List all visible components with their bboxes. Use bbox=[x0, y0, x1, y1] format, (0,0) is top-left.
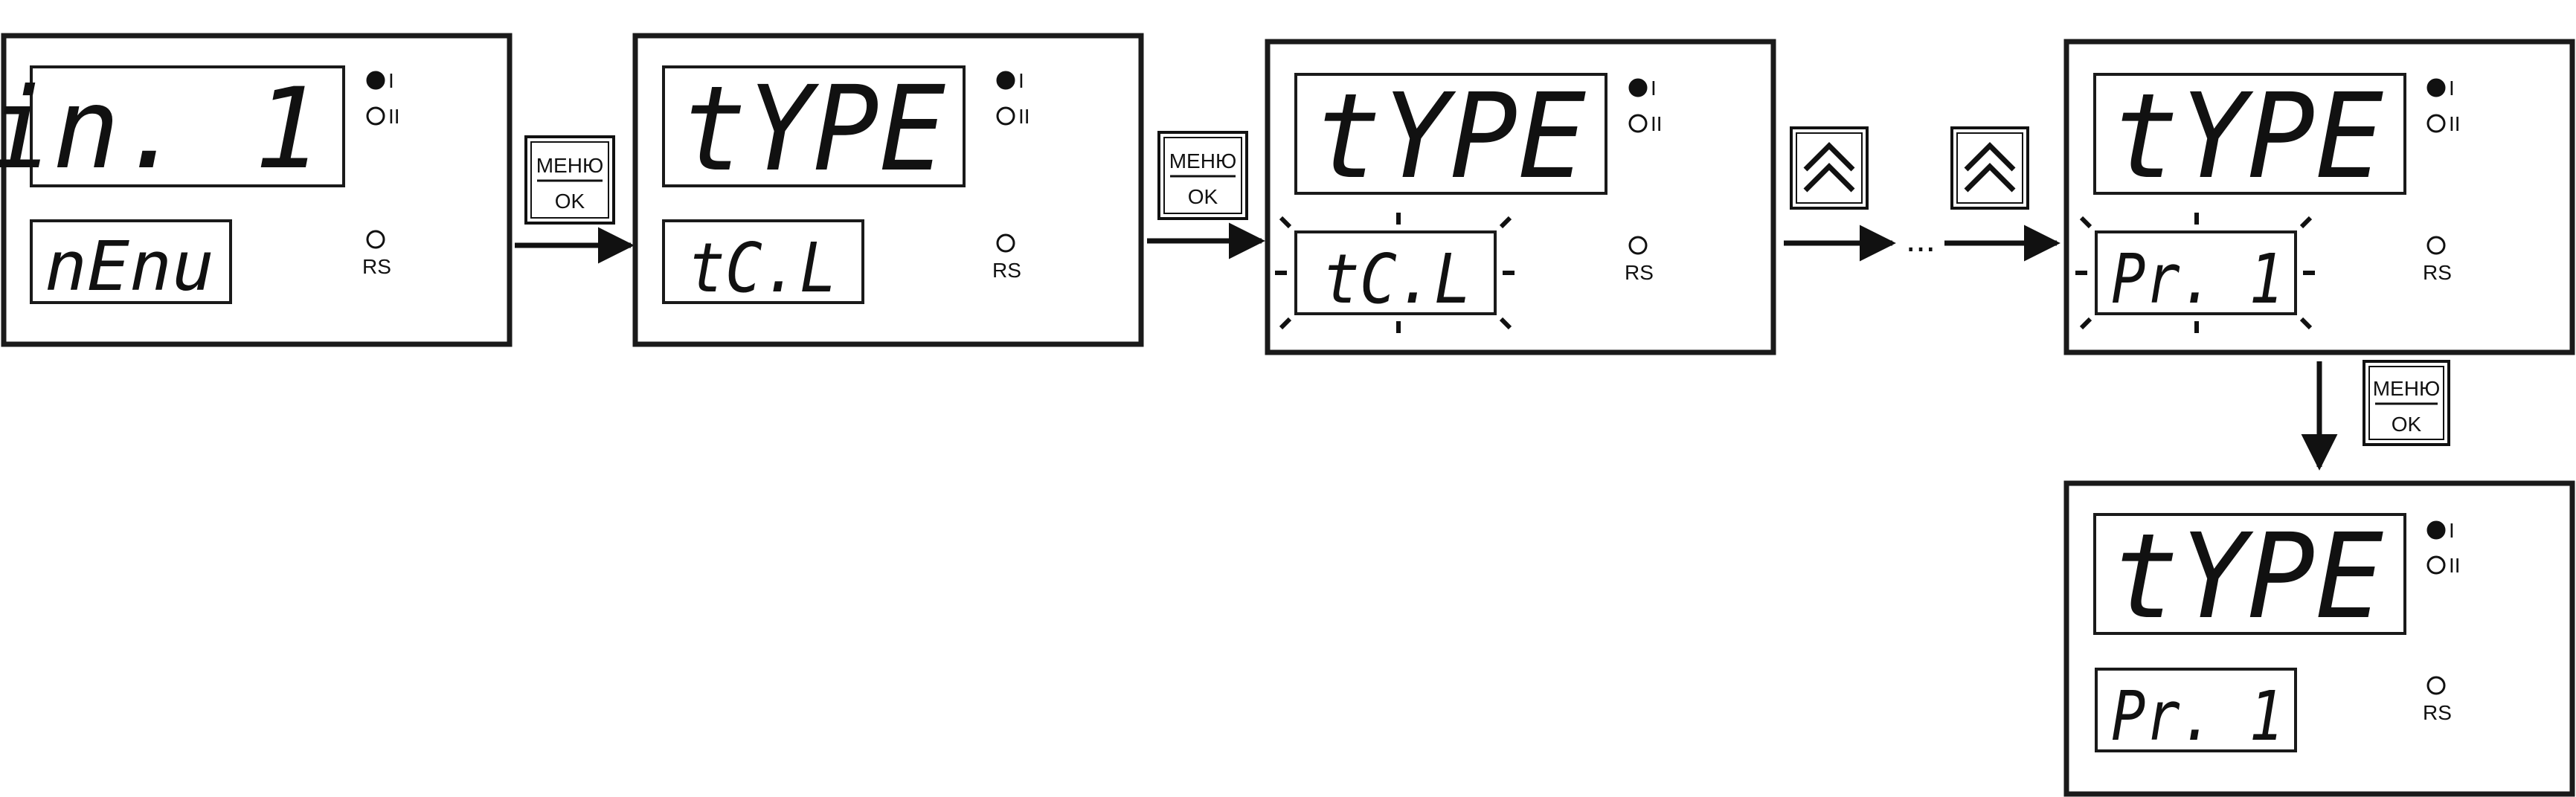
bottom-display-text: nEnu bbox=[45, 227, 214, 306]
led-1-icon bbox=[996, 71, 1015, 90]
top-display-text: in. 1 bbox=[0, 65, 321, 194]
reset-label: RS bbox=[2423, 261, 2452, 284]
bottom-display bbox=[30, 219, 232, 304]
led-2-label: II bbox=[388, 105, 400, 128]
chevron-up-icon bbox=[1803, 142, 1855, 172]
reset-led-icon bbox=[2426, 676, 2446, 695]
led-1-icon bbox=[2426, 520, 2446, 540]
reset-led-icon bbox=[996, 233, 1015, 253]
led-1-label: I bbox=[2449, 77, 2455, 100]
bottom-display bbox=[662, 219, 864, 304]
led-1-icon bbox=[366, 71, 385, 90]
bottom-display-text: tC.L bbox=[1323, 239, 1471, 319]
led-2-label: II bbox=[2449, 554, 2461, 577]
top-display bbox=[2093, 513, 2406, 635]
chevron-up-icon bbox=[1803, 163, 1855, 193]
panel-1: in. 1 nEnu I II RS bbox=[0, 33, 513, 347]
reset-label: RS bbox=[2423, 701, 2452, 724]
top-display-text: tYPE bbox=[681, 61, 945, 198]
top-display-text: tYPE bbox=[2111, 509, 2383, 645]
led-1-label: I bbox=[2449, 519, 2455, 542]
panel-3: tYPE tC.L I II RS bbox=[1265, 39, 1776, 355]
top-display-text: tYPE bbox=[1314, 68, 1586, 205]
panel-4: tYPE Pr. 1 I II RS bbox=[2063, 39, 2575, 355]
menu-label: МЕНЮ bbox=[536, 154, 604, 177]
bottom-display bbox=[2095, 230, 2297, 315]
ok-label: OK bbox=[2392, 413, 2422, 436]
ellipsis: ... bbox=[1906, 220, 1936, 259]
top-display-text: tYPE bbox=[2111, 68, 2383, 205]
bottom-display bbox=[1294, 230, 1497, 315]
led-2-icon bbox=[996, 106, 1015, 126]
led-1-label: I bbox=[1651, 77, 1657, 100]
blink-marks bbox=[1275, 213, 1515, 333]
bottom-display bbox=[2095, 668, 2297, 752]
chevron-up-icon bbox=[1964, 163, 2016, 193]
reset-led-icon bbox=[1628, 236, 1648, 255]
led-2-label: II bbox=[2449, 112, 2461, 135]
top-display bbox=[662, 65, 966, 187]
menu-ok-button-1[interactable]: МЕНЮ OK bbox=[524, 135, 615, 225]
menu-label: МЕНЮ bbox=[2373, 377, 2441, 400]
up-button-2[interactable] bbox=[1950, 126, 2029, 210]
led-1-label: I bbox=[388, 69, 394, 92]
menu-ok-button-2[interactable]: МЕНЮ OK bbox=[1157, 131, 1248, 220]
reset-label: RS bbox=[1625, 261, 1654, 284]
up-button-1[interactable] bbox=[1790, 126, 1869, 210]
top-display bbox=[2093, 73, 2406, 195]
blink-marks bbox=[2075, 213, 2315, 333]
led-1-icon bbox=[2426, 78, 2446, 97]
led-1-icon bbox=[1628, 78, 1648, 97]
bottom-display-text: tC.L bbox=[688, 228, 837, 308]
reset-led-icon bbox=[2426, 236, 2446, 255]
menu-label: МЕНЮ bbox=[1169, 149, 1237, 172]
bottom-display-text: Pr. 1 bbox=[2111, 677, 2284, 756]
led-1-label: I bbox=[1018, 69, 1024, 92]
led-2-label: II bbox=[1018, 105, 1030, 128]
led-2-icon bbox=[2426, 114, 2446, 133]
panel-5: tYPE Pr. 1 I II RS bbox=[2063, 480, 2575, 797]
led-2-icon bbox=[2426, 555, 2446, 575]
led-2-icon bbox=[366, 106, 385, 126]
menu-ok-button-3[interactable]: МЕНЮ OK bbox=[2363, 360, 2450, 446]
ok-label: OK bbox=[555, 190, 585, 213]
reset-led-icon bbox=[366, 230, 385, 249]
top-display bbox=[30, 65, 345, 187]
ok-label: OK bbox=[1188, 185, 1218, 208]
bottom-display-text: Pr. 1 bbox=[2111, 239, 2284, 319]
reset-label: RS bbox=[362, 255, 391, 278]
reset-label: RS bbox=[992, 259, 1021, 282]
led-2-label: II bbox=[1651, 112, 1663, 135]
panel-2: tYPE tC.L I II RS bbox=[632, 33, 1144, 347]
top-display bbox=[1294, 73, 1607, 195]
led-2-icon bbox=[1628, 114, 1648, 133]
chevron-up-icon bbox=[1964, 142, 2016, 172]
